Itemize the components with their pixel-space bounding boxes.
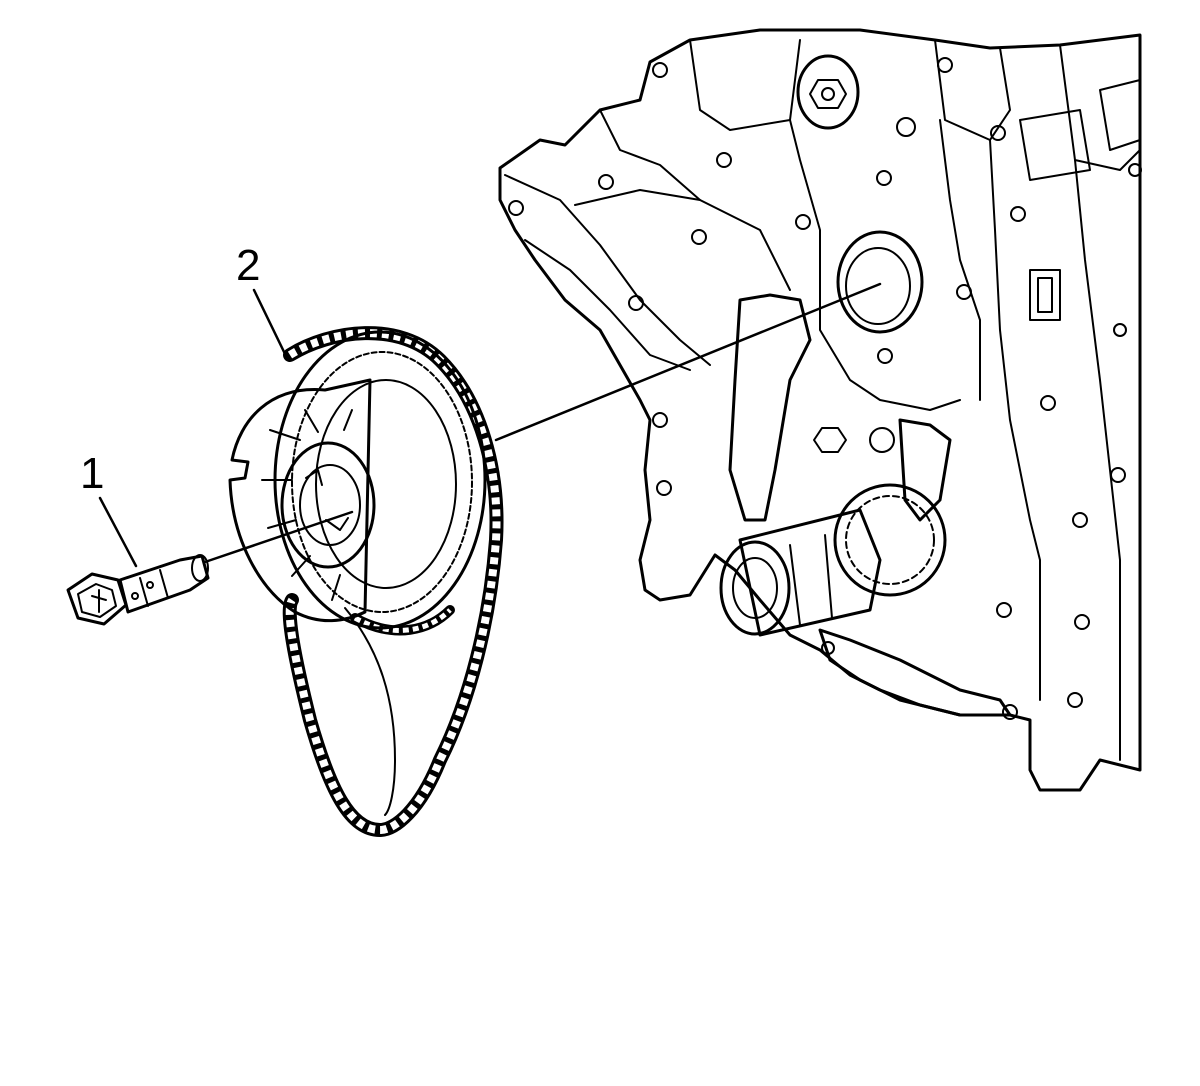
- chain-guide: [728, 293, 812, 522]
- timing-chain: [282, 326, 504, 837]
- alignment-line-sprocket: [494, 282, 882, 442]
- callout-label-1: 1: [80, 449, 105, 498]
- block-bolt-holes: [508, 57, 1142, 720]
- crankshaft-sprocket: [833, 483, 947, 597]
- chain-tensioner: [719, 508, 882, 637]
- actuator-bolt: [66, 554, 210, 626]
- engine-block: [498, 28, 1142, 792]
- callout-label-2: 2: [236, 241, 261, 290]
- camshaft-sprocket-with-actuator: [228, 330, 487, 630]
